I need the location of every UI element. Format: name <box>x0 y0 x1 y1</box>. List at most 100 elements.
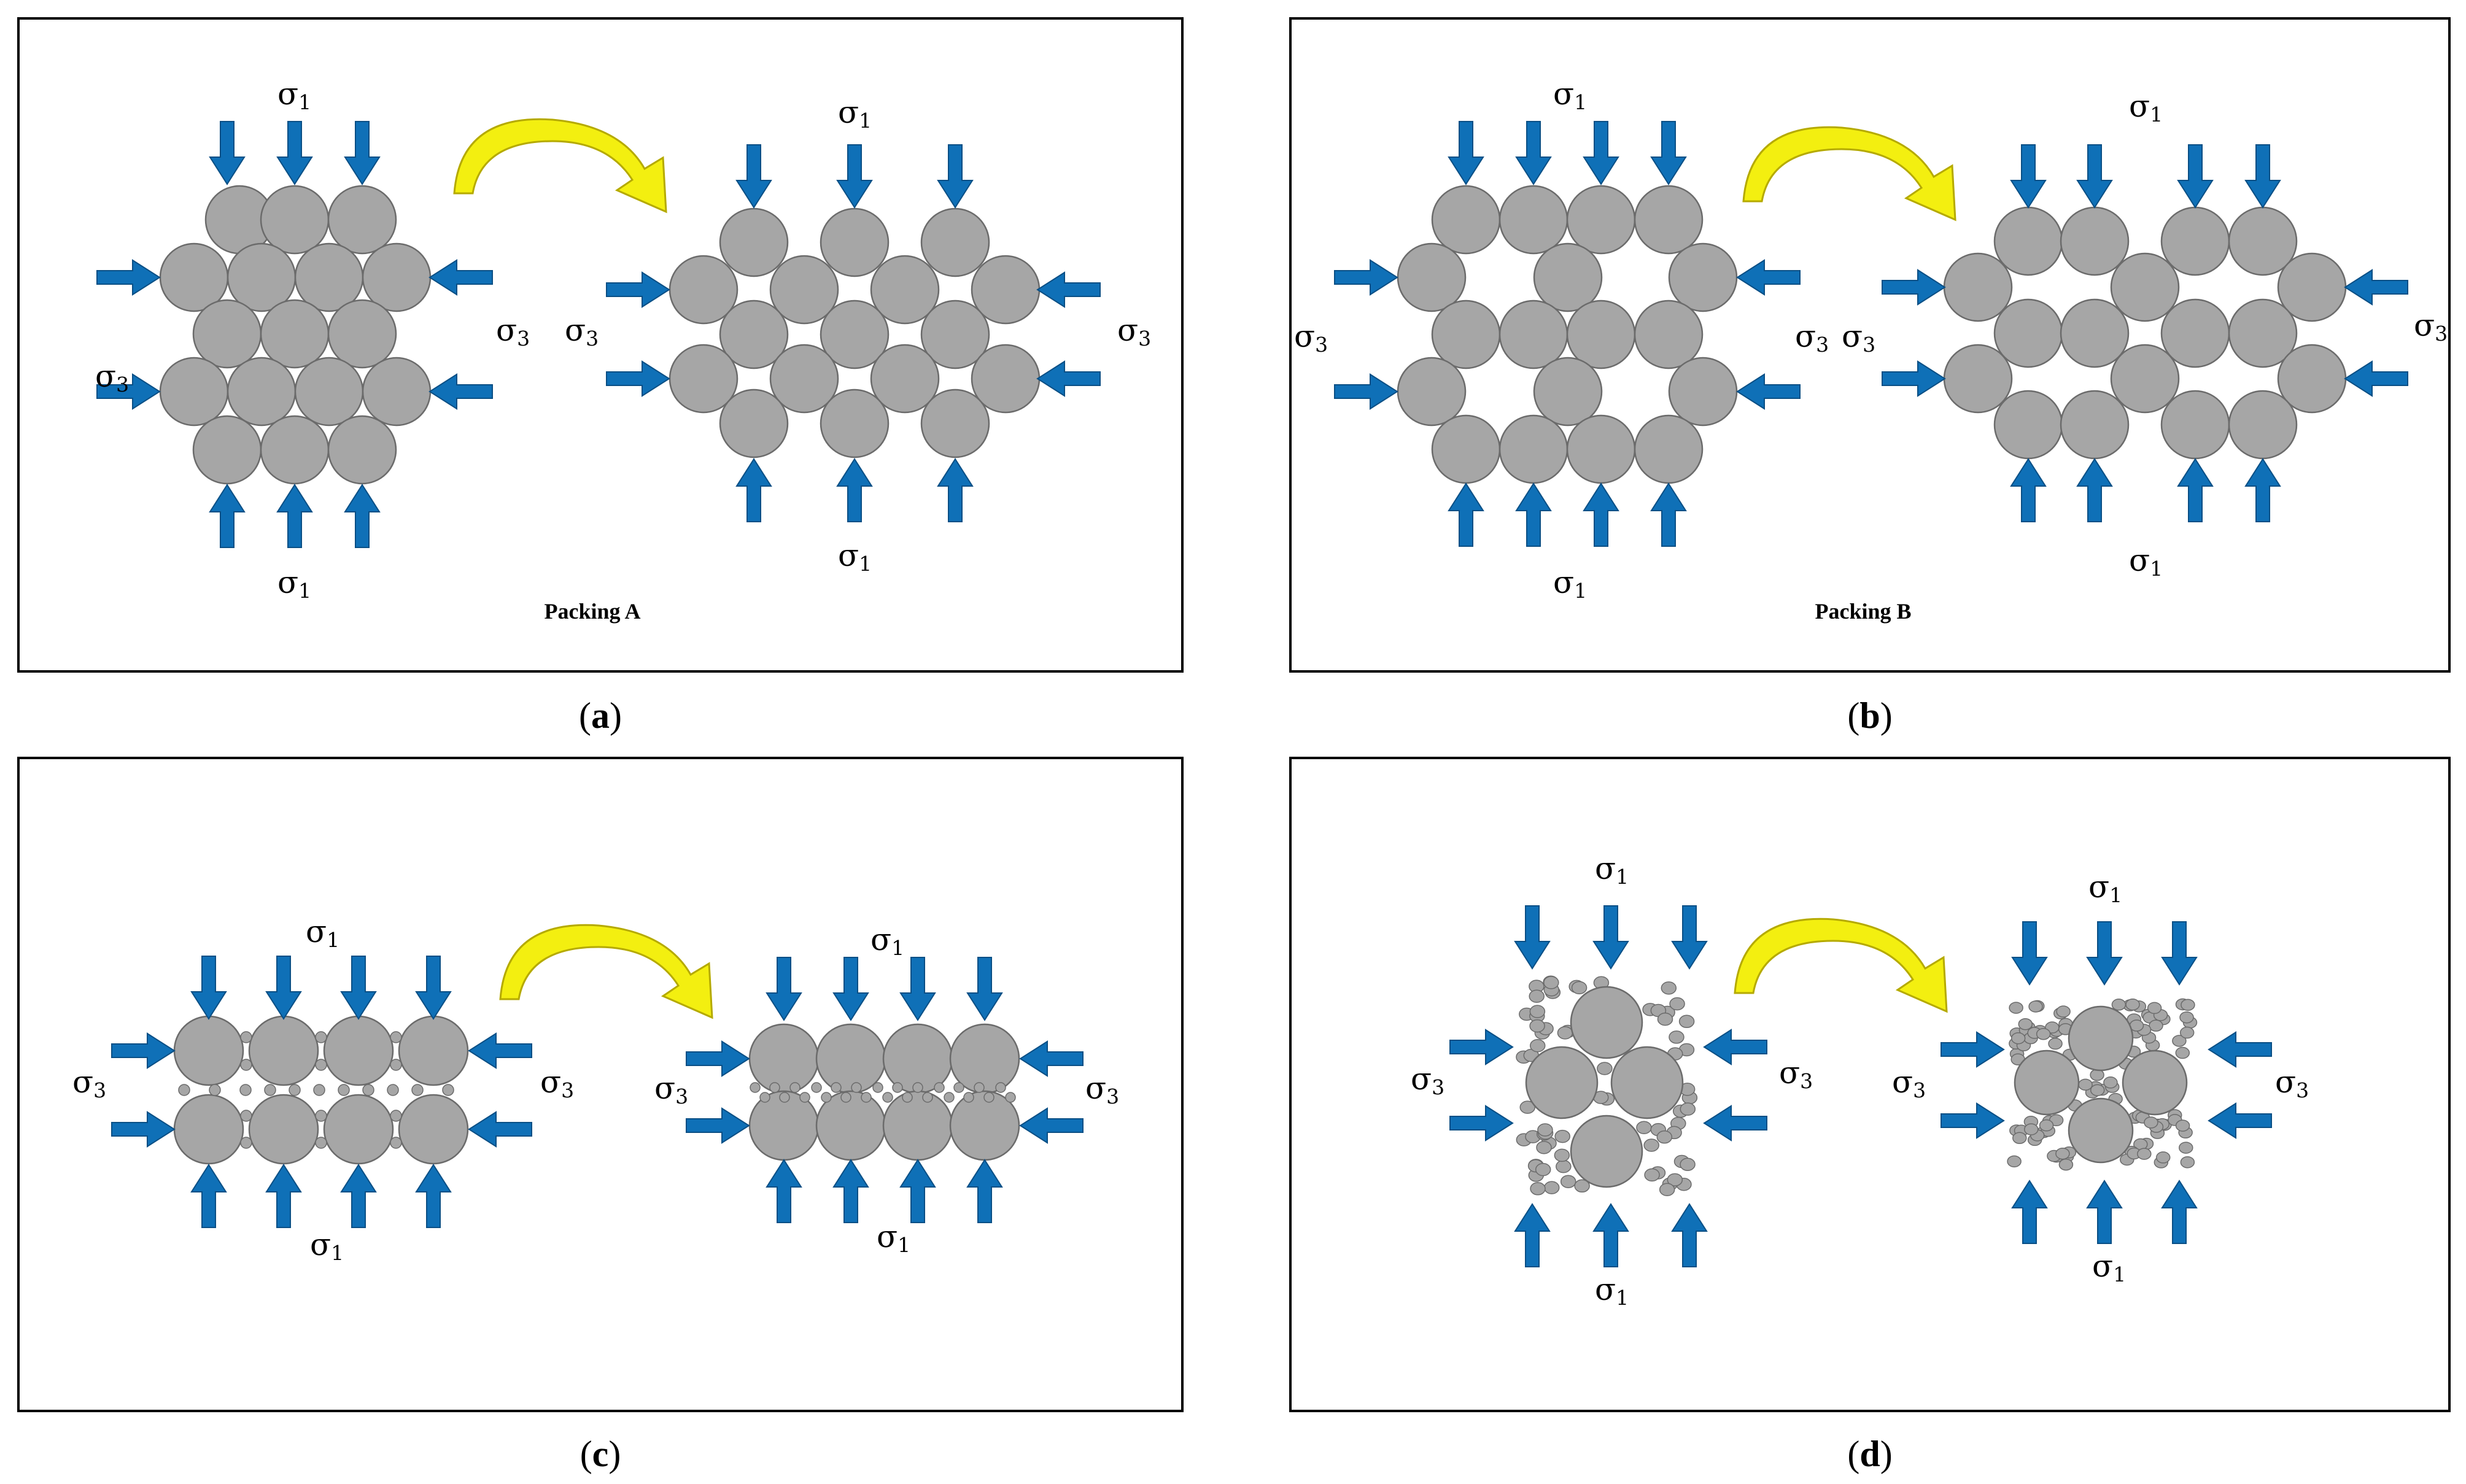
c-after-right-arrow-1 <box>1019 1040 1084 1077</box>
b-after-bottom-arrow-2 <box>2076 458 2113 522</box>
c-before-bottom-arrow-4 <box>415 1164 452 1228</box>
d-after-bottom-arrow-2 <box>2086 1180 2123 1244</box>
a-before-particle-4-1 <box>159 357 229 427</box>
a-before-top-arrow-1 <box>209 121 246 185</box>
d-before-fine-33 <box>1529 989 1545 1003</box>
d-after-fine-32 <box>2009 1002 2023 1014</box>
d-after-sigma1-bottom: σ1 <box>2092 1248 2126 1286</box>
b-after-top-arrow-1 <box>2010 144 2047 209</box>
a-after-sigma3-right-symbol: σ <box>1117 312 1138 348</box>
c-after-top-arrow-4 <box>966 957 1003 1021</box>
b-before-sigma1-bottom-symbol: σ <box>1553 565 1574 600</box>
b-after-left-arrow-1 <box>1882 269 1946 306</box>
a-transition-arrow <box>453 118 667 214</box>
d-after-sigma1-top: σ1 <box>2088 869 2122 907</box>
b-before-sigma3-left: σ3 <box>1294 319 1328 357</box>
d-after-fine-93 <box>2137 1148 2152 1160</box>
d-after-fine-87 <box>2039 1119 2054 1132</box>
d-after-fine-102 <box>2010 1032 2026 1045</box>
d-before-fine-51 <box>1661 981 1677 995</box>
d-after-fine-81 <box>2036 1028 2051 1040</box>
a-before-sigma1-top: σ1 <box>277 76 311 114</box>
c-after-sigma1-top: σ1 <box>870 922 904 960</box>
b-before-particle-4-3 <box>1668 357 1738 427</box>
a-after-sigma3-left-subscript: 3 <box>586 327 599 350</box>
c-before-sigma1-bottom: σ1 <box>310 1227 344 1265</box>
a-before-sigma3-right: σ3 <box>496 312 530 350</box>
d-before-fine-59 <box>1656 1130 1673 1144</box>
b-after-particle-2-1 <box>1943 252 2013 322</box>
panel-d-frame <box>1289 757 2451 1412</box>
c-after-particle-2-3 <box>882 1090 953 1161</box>
b-before-top-arrow-4 <box>1650 121 1687 185</box>
b-before-particle-5-2 <box>1499 414 1568 484</box>
d-after-fine-18 <box>2172 1035 2187 1047</box>
a-before-bottom-arrow-1 <box>209 484 246 548</box>
b-before-sigma1-top-symbol: σ <box>1553 76 1574 112</box>
a-before-particle-5-2 <box>260 415 330 485</box>
caption-d-open: ( <box>1847 1434 1860 1474</box>
c-after-fine-3 <box>769 1082 780 1093</box>
d-after-sigma3-left-subscript: 3 <box>1913 1078 1926 1102</box>
d-before-fine-61 <box>1644 1168 1660 1182</box>
b-after-right-arrow-2 <box>2344 360 2408 397</box>
b-before-particle-2-2 <box>1533 242 1603 312</box>
d-after-fine-98 <box>2175 1119 2190 1132</box>
b-before-particle-3-1 <box>1431 300 1501 369</box>
a-before-particle-3-3 <box>327 299 397 369</box>
b-after-sigma3-right-subscript: 3 <box>2435 322 2448 346</box>
c-after-fine-2 <box>759 1092 770 1103</box>
b-after-particle-5-3 <box>2160 390 2230 460</box>
a-before-right-arrow-2 <box>428 373 493 410</box>
c-before-fine-11 <box>390 1110 402 1122</box>
a-before-particle-1-3 <box>327 185 397 255</box>
d-before-bottom-arrow-2 <box>1592 1203 1629 1267</box>
caption-c-letter: c <box>592 1434 609 1474</box>
caption-a-letter: a <box>591 695 610 736</box>
c-before-fine-22 <box>411 1084 424 1096</box>
b-after-sigma3-left-subscript: 3 <box>1863 333 1875 357</box>
c-after-fine-9 <box>831 1082 842 1093</box>
caption-b-open: ( <box>1847 695 1860 736</box>
c-before-fine-13 <box>178 1084 190 1096</box>
caption-b: (b) <box>1809 695 1931 737</box>
c-before-right-arrow-2 <box>468 1111 532 1148</box>
d-after-top-arrow-1 <box>2011 921 2048 986</box>
b-after-top-arrow-3 <box>2177 144 2214 209</box>
a-after-top-arrow-1 <box>735 144 772 209</box>
d-after-fine-55 <box>2018 1018 2033 1030</box>
b-after-sigma3-right-symbol: σ <box>2414 307 2435 343</box>
a-before-particle-5-3 <box>327 415 397 485</box>
d-before-sigma3-left-symbol: σ <box>1411 1061 1432 1097</box>
c-before-fine-8 <box>315 1137 327 1149</box>
b-before-sigma1-bottom-subscript: 1 <box>1574 579 1587 603</box>
c-after-fine-16 <box>902 1092 913 1103</box>
a-after-sigma1-bottom-subscript: 1 <box>859 552 872 576</box>
d-before-fine-58 <box>1680 1102 1696 1116</box>
c-before-fine-19 <box>338 1084 350 1096</box>
d-after-sigma3-left-symbol: σ <box>1892 1064 1913 1100</box>
a-after-sigma1-bottom-symbol: σ <box>838 538 859 573</box>
c-after-fine-14 <box>882 1092 893 1103</box>
c-before-sigma3-right: σ3 <box>540 1064 574 1102</box>
c-before-fine-12 <box>390 1137 402 1149</box>
d-before-sigma3-right-symbol: σ <box>1779 1055 1800 1091</box>
b-after-particle-1-2 <box>2060 206 2130 276</box>
b-after-particle-1-1 <box>1993 206 2063 276</box>
a-after-particle-5-3 <box>920 388 990 458</box>
d-after-fine-54 <box>2078 1078 2093 1091</box>
b-before-right-arrow-1 <box>1736 259 1801 296</box>
c-before-top-arrow-3 <box>340 956 377 1020</box>
a-before-particle-5-1 <box>192 415 262 485</box>
c-after-top-arrow-2 <box>832 957 869 1021</box>
d-before-fine-49 <box>1669 997 1685 1011</box>
b-after-sigma3-left-symbol: σ <box>1842 319 1863 354</box>
d-before-fine-10 <box>1556 1159 1572 1173</box>
a-before-sigma1-bottom-subscript: 1 <box>298 579 311 603</box>
d-before-fine-63 <box>1557 1026 1573 1040</box>
d-before-right-arrow-2 <box>1703 1105 1767 1142</box>
c-after-sigma1-top-subscript: 1 <box>891 936 904 960</box>
d-before-sigma1-bottom-symbol: σ <box>1595 1272 1616 1307</box>
a-before-sigma3-right-subscript: 3 <box>517 327 530 350</box>
c-before-sigma3-right-symbol: σ <box>540 1064 561 1100</box>
